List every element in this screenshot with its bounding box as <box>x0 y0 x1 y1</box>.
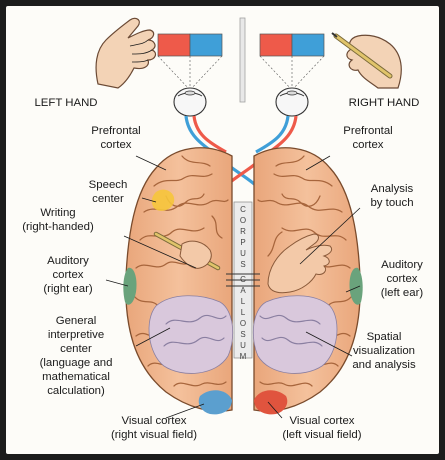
corpus-letter: U <box>240 249 246 258</box>
prefrontal-left-label-1: Prefrontal <box>91 125 140 137</box>
left-eye-icon <box>173 87 207 117</box>
prefrontal-left-label-2: cortex <box>100 139 131 151</box>
touch-hand-icon <box>267 233 333 294</box>
right-eye-icon <box>275 87 309 117</box>
right-hand-top-icon <box>331 32 402 89</box>
auditory-left-label-2: cortex <box>52 269 83 281</box>
general-label-2: interpretive <box>48 329 104 341</box>
writing-label-2: (right-handed) <box>22 221 94 233</box>
visual-right-label-2: (left visual field) <box>282 429 361 441</box>
callosum-arrows <box>226 273 260 287</box>
general-label-4: (language and <box>40 357 113 369</box>
corpus-letter: C <box>240 205 246 214</box>
center-divider <box>239 17 246 103</box>
prefrontal-right-label-2: cortex <box>352 139 383 151</box>
corpus-letter: O <box>240 216 246 225</box>
general-label-3: center <box>60 343 92 355</box>
corpus-letter: R <box>240 227 246 236</box>
visual-cortex-left-region <box>198 390 232 415</box>
corpus-letter: S <box>240 330 245 339</box>
analysis-touch-label-1: Analysis <box>371 183 414 195</box>
corpus-letter: A <box>240 286 246 295</box>
corpus-letter: L <box>241 297 246 306</box>
corpus-letter: L <box>241 308 246 317</box>
corpus-letter: U <box>240 341 246 350</box>
speech-center-region <box>151 189 175 211</box>
left-field-blue-box <box>189 33 223 57</box>
speech-center-label-2: center <box>92 193 124 205</box>
visual-left-label-1: Visual cortex <box>121 415 186 427</box>
prefrontal-right-label-1: Prefrontal <box>343 125 392 137</box>
general-label-1: General <box>56 315 97 327</box>
diagram-frame: C O R P U S C A L L O S U M <box>6 6 439 454</box>
writing-label-1: Writing <box>40 207 75 219</box>
left-field-red-box <box>157 33 191 57</box>
interpretive-gyri <box>163 314 323 347</box>
auditory-cortex-left-region <box>123 267 137 305</box>
auditory-left-label-3: (right ear) <box>43 283 93 295</box>
general-label-6: calculation) <box>47 385 105 397</box>
left-hand-top-icon <box>95 17 157 89</box>
auditory-right-label-1: Auditory <box>381 259 423 271</box>
corpus-letter: S <box>240 260 245 269</box>
corpus-letter: O <box>240 319 246 328</box>
general-label-5: mathematical <box>42 371 110 383</box>
left-hand-label: LEFT HAND <box>34 97 97 109</box>
auditory-left-label-1: Auditory <box>47 255 89 267</box>
spatial-label-3: and analysis <box>352 359 416 371</box>
corpus-letter: M <box>240 352 247 361</box>
right-field-red-box <box>259 33 293 57</box>
auditory-right-label-3: (left ear) <box>381 287 424 299</box>
corpus-callosum-letters: C O R P U S C A L L O S U M <box>240 205 247 361</box>
analysis-touch-label-2: by touch <box>370 197 413 209</box>
spatial-label-1: Spatial <box>367 331 402 343</box>
speech-center-label-1: Speech <box>89 179 128 191</box>
visual-left-label-2: (right visual field) <box>111 429 197 441</box>
right-field-blue-box <box>291 33 325 57</box>
visual-cortex-right-region <box>254 390 288 415</box>
spatial-visualization-region <box>252 295 338 374</box>
right-hand-label: RIGHT HAND <box>349 97 420 109</box>
auditory-right-label-2: cortex <box>386 273 417 285</box>
corpus-letter: C <box>240 275 246 284</box>
projection-lines <box>157 55 325 91</box>
auditory-cortex-right-region <box>349 267 363 305</box>
spatial-label-2: visualization <box>353 345 415 357</box>
corpus-letter: P <box>240 238 245 247</box>
general-interpretive-region <box>148 295 234 374</box>
visual-right-label-1: Visual cortex <box>289 415 354 427</box>
labels: LEFT HAND RIGHT HAND Prefrontal cortex P… <box>22 97 423 441</box>
brain-diagram: C O R P U S C A L L O S U M <box>22 17 423 441</box>
leader-lines <box>105 155 361 419</box>
